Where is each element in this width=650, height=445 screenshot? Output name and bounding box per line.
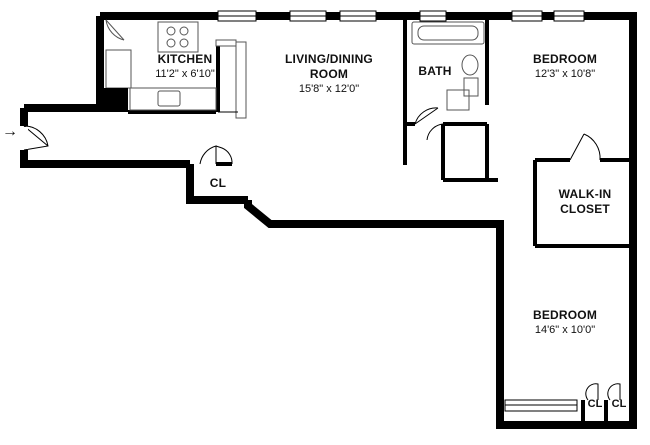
interior-walls: [100, 16, 633, 425]
living-name-line1: LIVING/DINING: [285, 52, 373, 66]
burner-1: [166, 26, 176, 36]
walk-in-name-line1: WALK-IN: [558, 187, 612, 201]
openings: [20, 127, 28, 149]
kitchen-dims: 11'2" x 6'10": [155, 68, 215, 80]
bath-label: BATH: [410, 64, 460, 79]
living-name-line2: ROOM: [309, 67, 349, 81]
closet-b-name: CL: [611, 398, 627, 410]
hall-closet-label: CL: [198, 176, 238, 191]
burner-2: [179, 26, 189, 36]
kitchen-label: KITCHEN 11'2" x 6'10": [140, 52, 230, 82]
living-dining-label: LIVING/DINING ROOM 15'8" x 12'0": [270, 52, 388, 97]
refrigerator-block: [104, 88, 128, 110]
hall-closet-name: CL: [209, 176, 227, 190]
closet-a-name: CL: [587, 398, 603, 410]
bedroom-1-label: BEDROOM 12'3" x 10'8": [510, 52, 620, 82]
kitchen-name: KITCHEN: [157, 52, 213, 66]
burner-3: [166, 38, 176, 48]
bath-name: BATH: [418, 64, 452, 78]
windows: [217, 10, 585, 412]
bedroom-1-name: BEDROOM: [532, 52, 598, 66]
burner-4: [179, 38, 189, 48]
closet-b-label: CL: [607, 397, 631, 412]
living-dims: 15'8" x 12'0": [298, 83, 360, 95]
entry-arrow: →: [2, 123, 18, 140]
bedroom-2-name: BEDROOM: [532, 308, 598, 322]
walk-in-closet-label: WALK-IN CLOSET: [540, 187, 630, 217]
doors: [23, 107, 621, 401]
bath-fixtures: [411, 21, 485, 111]
walk-in-name-line2: CLOSET: [560, 202, 610, 216]
bedroom-1-dims: 12'3" x 10'8": [534, 68, 596, 80]
exterior-walls: [20, 12, 637, 429]
bedroom-2-dims: 14'6" x 10'0": [534, 324, 596, 336]
bedroom-2-label: BEDROOM 14'6" x 10'0": [510, 308, 620, 338]
closet-a-label: CL: [584, 397, 606, 412]
